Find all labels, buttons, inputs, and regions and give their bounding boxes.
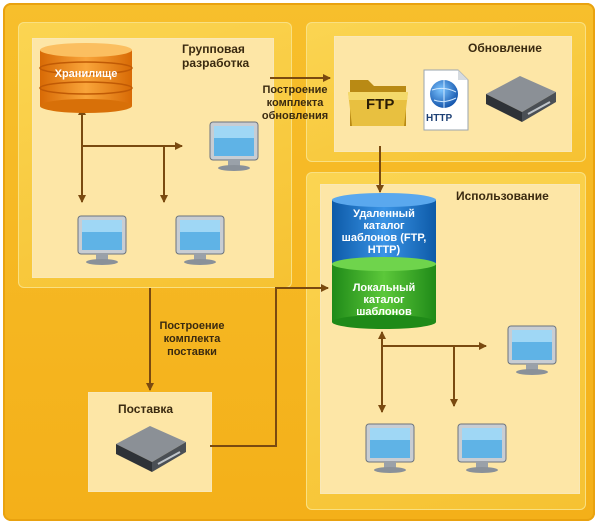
- group-dev-title: Групповая разработка: [182, 42, 250, 70]
- disk-drive-icon: [486, 76, 556, 122]
- local-catalog-arrow: [210, 284, 329, 447]
- local-catalog-label: Локальный каталог шаблонов: [352, 282, 416, 318]
- computer-monitor-icon: [365, 423, 415, 473]
- delivery-title: Поставка: [118, 402, 174, 416]
- remote-catalog-label: Удаленный каталог шаблонов (FTP, HTTP): [341, 208, 427, 256]
- computer-monitor-icon: [77, 215, 127, 265]
- build-update-label: Построение комплекта обновления: [261, 84, 329, 122]
- update-title: Обновление: [468, 41, 542, 55]
- computer-monitor-icon: [507, 325, 557, 375]
- ftp-folder-icon: [348, 80, 408, 126]
- ftp-label: FTP: [366, 96, 395, 113]
- computer-monitor-icon: [209, 121, 259, 171]
- build-delivery-label: Построение комплекта поставки: [159, 320, 225, 358]
- storage-label: Хранилище: [54, 68, 118, 80]
- storage-database-icon: [39, 43, 133, 113]
- computer-monitor-icon: [457, 423, 507, 473]
- disk-drive-icon: [116, 426, 186, 472]
- catalog-database-icon: [332, 193, 436, 329]
- usage-title: Использование: [456, 189, 549, 203]
- http-document-icon: [423, 69, 469, 131]
- http-label: HTTP: [426, 113, 453, 124]
- computer-monitor-icon: [175, 215, 225, 265]
